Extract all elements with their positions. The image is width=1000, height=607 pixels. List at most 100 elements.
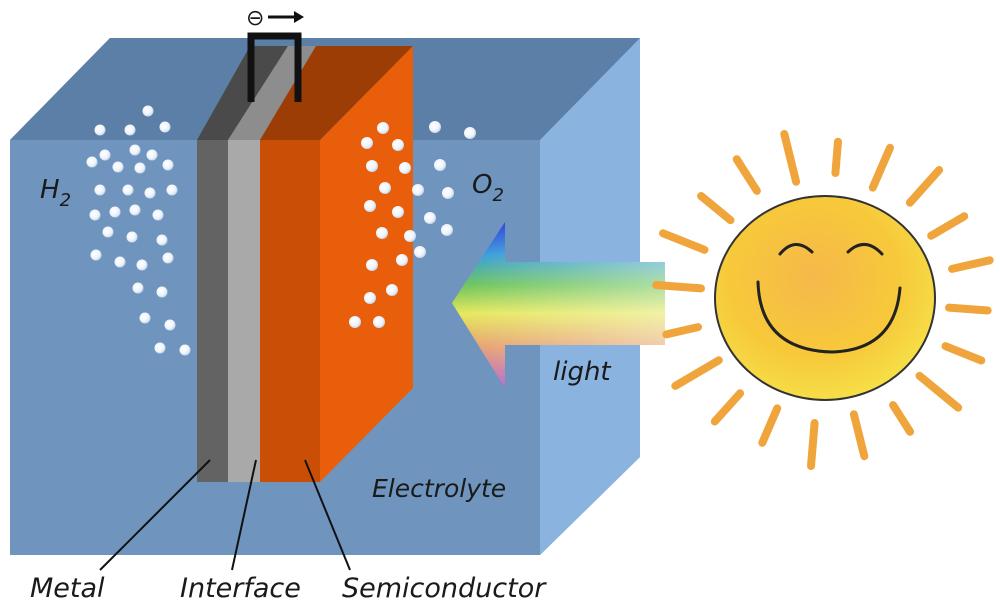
o2-bubble xyxy=(373,316,385,328)
h2-bubble xyxy=(156,286,168,298)
o2-bubble xyxy=(379,182,391,194)
sun-ray xyxy=(697,192,735,225)
h2-bubble xyxy=(129,144,141,156)
o2-bubble xyxy=(414,246,426,258)
o2-bubble xyxy=(361,137,373,149)
h2-bubble xyxy=(162,159,174,171)
sun-ray xyxy=(758,404,782,447)
h2-bubble xyxy=(134,162,146,174)
o2-bubble xyxy=(366,259,378,271)
h2-bubble xyxy=(179,344,191,356)
h2-bubble xyxy=(166,184,178,196)
smiling-sun-icon xyxy=(652,130,994,470)
o2-bubble xyxy=(412,184,424,196)
external-wire xyxy=(247,32,302,102)
svg-text:⊖: ⊖ xyxy=(246,6,264,31)
electron-arrow-head xyxy=(294,11,304,23)
sun-rays xyxy=(652,130,994,470)
sun-ray xyxy=(889,401,915,436)
metal-label: Metal xyxy=(30,573,105,604)
h2-bubble xyxy=(102,226,114,238)
sun-ray xyxy=(849,410,869,461)
o2-bubble xyxy=(386,284,398,296)
light-arrow-glow xyxy=(452,222,665,388)
o2-bubble xyxy=(392,139,404,151)
h2-bubble xyxy=(90,249,102,261)
light-label: light xyxy=(553,357,611,387)
sun-ray xyxy=(945,303,992,315)
o2-bubble xyxy=(441,224,453,236)
h2-bubble xyxy=(89,209,101,221)
sun-ray xyxy=(948,256,994,273)
h2-bubbles xyxy=(86,105,191,356)
h2-bubble xyxy=(86,156,98,168)
h2-bubble xyxy=(142,105,154,117)
o2-bubble xyxy=(377,122,389,134)
h2-bubble xyxy=(164,319,176,331)
sun-ray xyxy=(915,371,963,412)
sun-ray xyxy=(831,137,842,177)
o2-bubble xyxy=(349,316,361,328)
sun-ray xyxy=(671,356,723,390)
o2-bubble xyxy=(396,254,408,266)
sun-ray xyxy=(927,212,969,240)
sun-ray xyxy=(662,323,702,339)
sun-right-eye xyxy=(846,243,884,256)
h2-bubble xyxy=(146,149,158,161)
h2-bubble xyxy=(139,312,151,324)
sun-ray xyxy=(652,281,705,293)
o2-bubbles xyxy=(349,121,476,328)
semiconductor-leader-line xyxy=(304,459,351,571)
h2-bubble xyxy=(126,231,138,243)
o2-bubble xyxy=(442,187,454,199)
h2-bubble xyxy=(109,206,121,218)
metal-leader-line xyxy=(99,459,211,571)
o2-bubble xyxy=(392,206,404,218)
o2-bubble xyxy=(434,159,446,171)
sun-ray xyxy=(659,229,709,254)
h2-bubble xyxy=(112,161,124,173)
h2-bubble xyxy=(136,259,148,271)
sun-ray xyxy=(905,166,944,207)
h2-bubble xyxy=(154,342,166,354)
interface-layer xyxy=(228,140,260,482)
semiconductor-layer-top xyxy=(260,46,413,140)
o2-bubble xyxy=(376,227,388,239)
h2-bubble xyxy=(114,256,126,268)
sun-left-eye xyxy=(778,243,814,256)
interface-layer-top xyxy=(228,46,316,140)
o2-bubble xyxy=(464,127,476,139)
electrolyte-label: Electrolyte xyxy=(372,474,506,503)
metal-layer-top xyxy=(197,46,288,140)
o2-bubble xyxy=(424,212,436,224)
o2-bubble xyxy=(399,162,411,174)
o2-bubble xyxy=(366,160,378,172)
sun-ray xyxy=(807,419,819,470)
sun-ray xyxy=(780,130,801,186)
interface-label: Interface xyxy=(180,573,301,604)
o2-bubble xyxy=(404,230,416,242)
h2-label: H2 xyxy=(40,175,71,211)
interface-leader-line xyxy=(231,459,257,571)
semiconductor-layer-front xyxy=(260,140,320,482)
semiconductor-label: Semiconductor xyxy=(342,573,547,604)
h2-bubble xyxy=(152,209,164,221)
sun-face xyxy=(714,195,936,401)
h2-bubble xyxy=(124,124,136,136)
h2-bubble xyxy=(132,282,144,294)
h2-bubble xyxy=(122,184,134,196)
light-arrow-icon xyxy=(452,222,665,388)
sun-ray xyxy=(732,155,761,195)
o2-bubble xyxy=(364,200,376,212)
h2-bubble xyxy=(129,204,141,216)
h2-bubble xyxy=(159,121,171,133)
metal-layer xyxy=(197,140,228,482)
o2-bubble xyxy=(429,121,441,133)
o2-label: O2 xyxy=(472,170,504,206)
h2-bubble xyxy=(156,234,168,246)
sun-ray xyxy=(941,342,986,365)
sun-ray xyxy=(868,143,894,192)
h2-bubble xyxy=(94,124,106,136)
electrode-stack xyxy=(197,46,413,482)
